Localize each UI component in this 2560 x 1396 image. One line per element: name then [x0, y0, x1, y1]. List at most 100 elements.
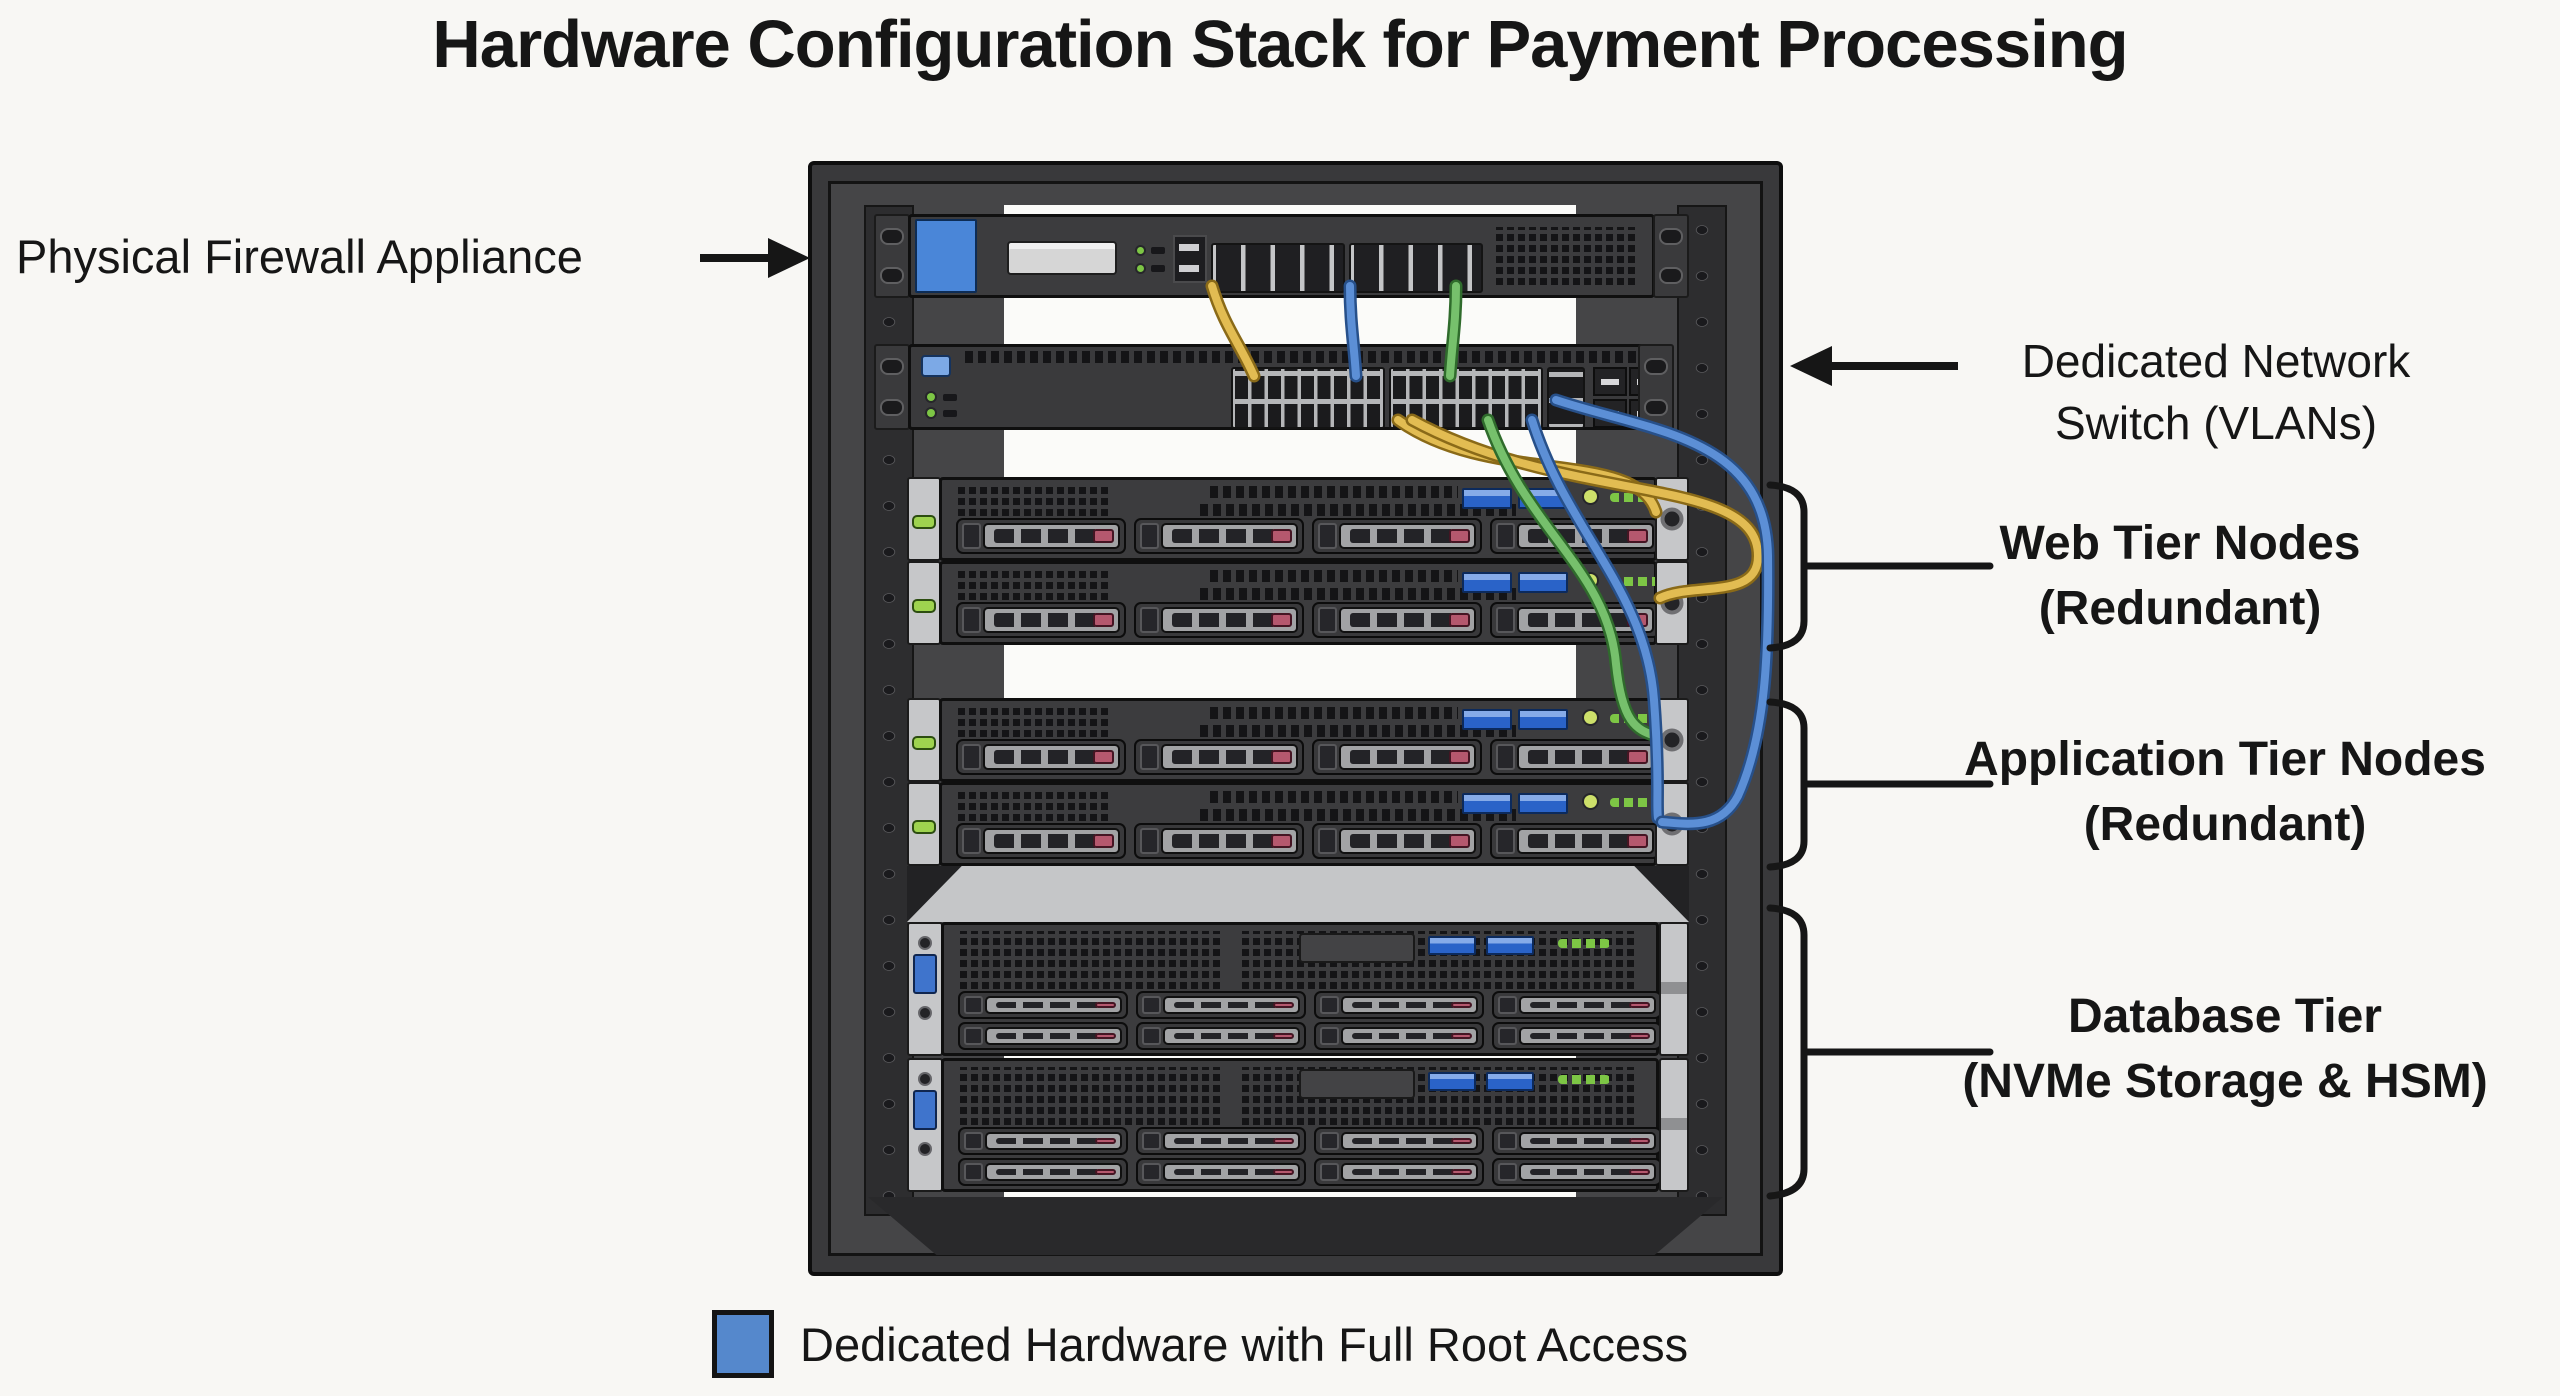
server-rack [808, 161, 1783, 1276]
vent-grille [965, 351, 1647, 363]
screw-hole-icon [880, 228, 904, 245]
console-slot [943, 394, 957, 401]
server-right-ear [1655, 698, 1689, 782]
screw-icon [918, 1006, 932, 1020]
status-led-row [1558, 939, 1610, 948]
screw-hole-icon [1644, 358, 1668, 375]
cable-port [1660, 591, 1684, 615]
usb-port [1173, 235, 1207, 283]
server-left-ear [907, 561, 941, 645]
switch-id-label [921, 355, 951, 377]
drive-bay [1492, 1158, 1662, 1186]
drive-bay [1492, 1022, 1662, 1050]
rj45-port-block [1389, 367, 1543, 429]
status-led-row [1558, 1075, 1610, 1084]
drive-bay [956, 602, 1126, 638]
screw-icon [918, 1142, 932, 1156]
vent-grille [958, 791, 1110, 821]
root-access-marker [915, 219, 977, 293]
usb-port [1486, 1072, 1534, 1091]
switch-label-line1: Dedicated Network [2021, 335, 2411, 387]
server-right-ear [1659, 922, 1689, 1056]
cable-port [1660, 507, 1684, 531]
drive-bay [958, 1127, 1128, 1155]
firewall-left-ear [874, 214, 910, 298]
ear-band [1661, 982, 1687, 994]
page-title: Hardware Configuration Stack for Payment… [432, 7, 2128, 82]
screw-hole-icon [1644, 399, 1668, 416]
uplink-port-block [1547, 367, 1585, 429]
power-led [1584, 574, 1597, 587]
screw-hole-icon [880, 267, 904, 284]
server-chassis [939, 477, 1662, 561]
vent-grille [1210, 570, 1458, 582]
drive-bay [1312, 602, 1482, 638]
status-led [1137, 247, 1144, 254]
server-chassis [939, 698, 1662, 782]
ear-band [1661, 1118, 1687, 1130]
web-server-1 [907, 477, 1689, 561]
drive-bay [1136, 991, 1306, 1019]
status-led [1137, 265, 1144, 272]
drive-bay [1314, 1158, 1484, 1186]
sfp-port [1593, 367, 1627, 396]
rack-base-panel [868, 1197, 1723, 1255]
drive-bay [1314, 1022, 1484, 1050]
vent-grille [958, 486, 1110, 516]
app-server-1 [907, 698, 1689, 782]
usb-port [1462, 709, 1512, 730]
reset-slot [1151, 247, 1165, 254]
drive-bay [956, 518, 1126, 554]
server-right-ear [1655, 782, 1689, 866]
drive-bay [1490, 739, 1660, 775]
server-right-ear [1655, 477, 1689, 561]
ethernet-port-group [1211, 243, 1345, 293]
ethernet-port-group [1349, 243, 1483, 293]
drive-bay [1136, 1127, 1306, 1155]
vent-grille [1210, 791, 1458, 803]
db-tier-label: Database Tier (NVMe Storage & HSM) [1890, 985, 2560, 1115]
web-tier-label: Web Tier Nodes (Redundant) [1930, 512, 2430, 642]
db-tier-label-line2: (NVMe Storage & HSM) [1962, 1054, 2488, 1108]
drive-bay [1134, 518, 1304, 554]
drive-bay [1314, 1127, 1484, 1155]
usb-port [1428, 936, 1476, 955]
network-switch [874, 344, 1674, 430]
vent-grille [1210, 486, 1458, 498]
console-slot [943, 410, 957, 417]
db-tier-label-line1: Database Tier [2068, 990, 2382, 1043]
vent-grille [1210, 707, 1458, 719]
legend-color-swatch [712, 1310, 774, 1378]
sfp-port [1593, 399, 1627, 428]
db-server-2 [907, 1058, 1689, 1192]
drive-bay [1136, 1158, 1306, 1186]
physical-firewall-appliance [874, 214, 1689, 298]
usb-port [1428, 1072, 1476, 1091]
cable-port [1660, 728, 1684, 752]
drive-bay [1490, 518, 1660, 554]
power-led [912, 736, 936, 750]
drive-bay [956, 823, 1126, 859]
power-led [1584, 490, 1597, 503]
drive-bay [1490, 823, 1660, 859]
usb-port [1486, 936, 1534, 955]
app-tier-label-line1: Application Tier Nodes [1964, 733, 2486, 786]
drive-bay [1492, 1127, 1662, 1155]
usb-port [1462, 572, 1512, 593]
screw-icon [918, 1072, 932, 1086]
vent-grille [960, 931, 1222, 989]
server-chassis [939, 561, 1662, 645]
drive-bay [1134, 823, 1304, 859]
drive-bay [1490, 602, 1660, 638]
power-led [912, 599, 936, 613]
id-panel [1299, 1069, 1415, 1099]
vga-port [913, 954, 937, 994]
drive-bay [1312, 518, 1482, 554]
server-chassis [939, 782, 1662, 866]
drive-bay [958, 991, 1128, 1019]
power-led [1584, 711, 1597, 724]
drive-bay [1312, 823, 1482, 859]
drive-bay [1312, 739, 1482, 775]
power-led [1584, 795, 1597, 808]
